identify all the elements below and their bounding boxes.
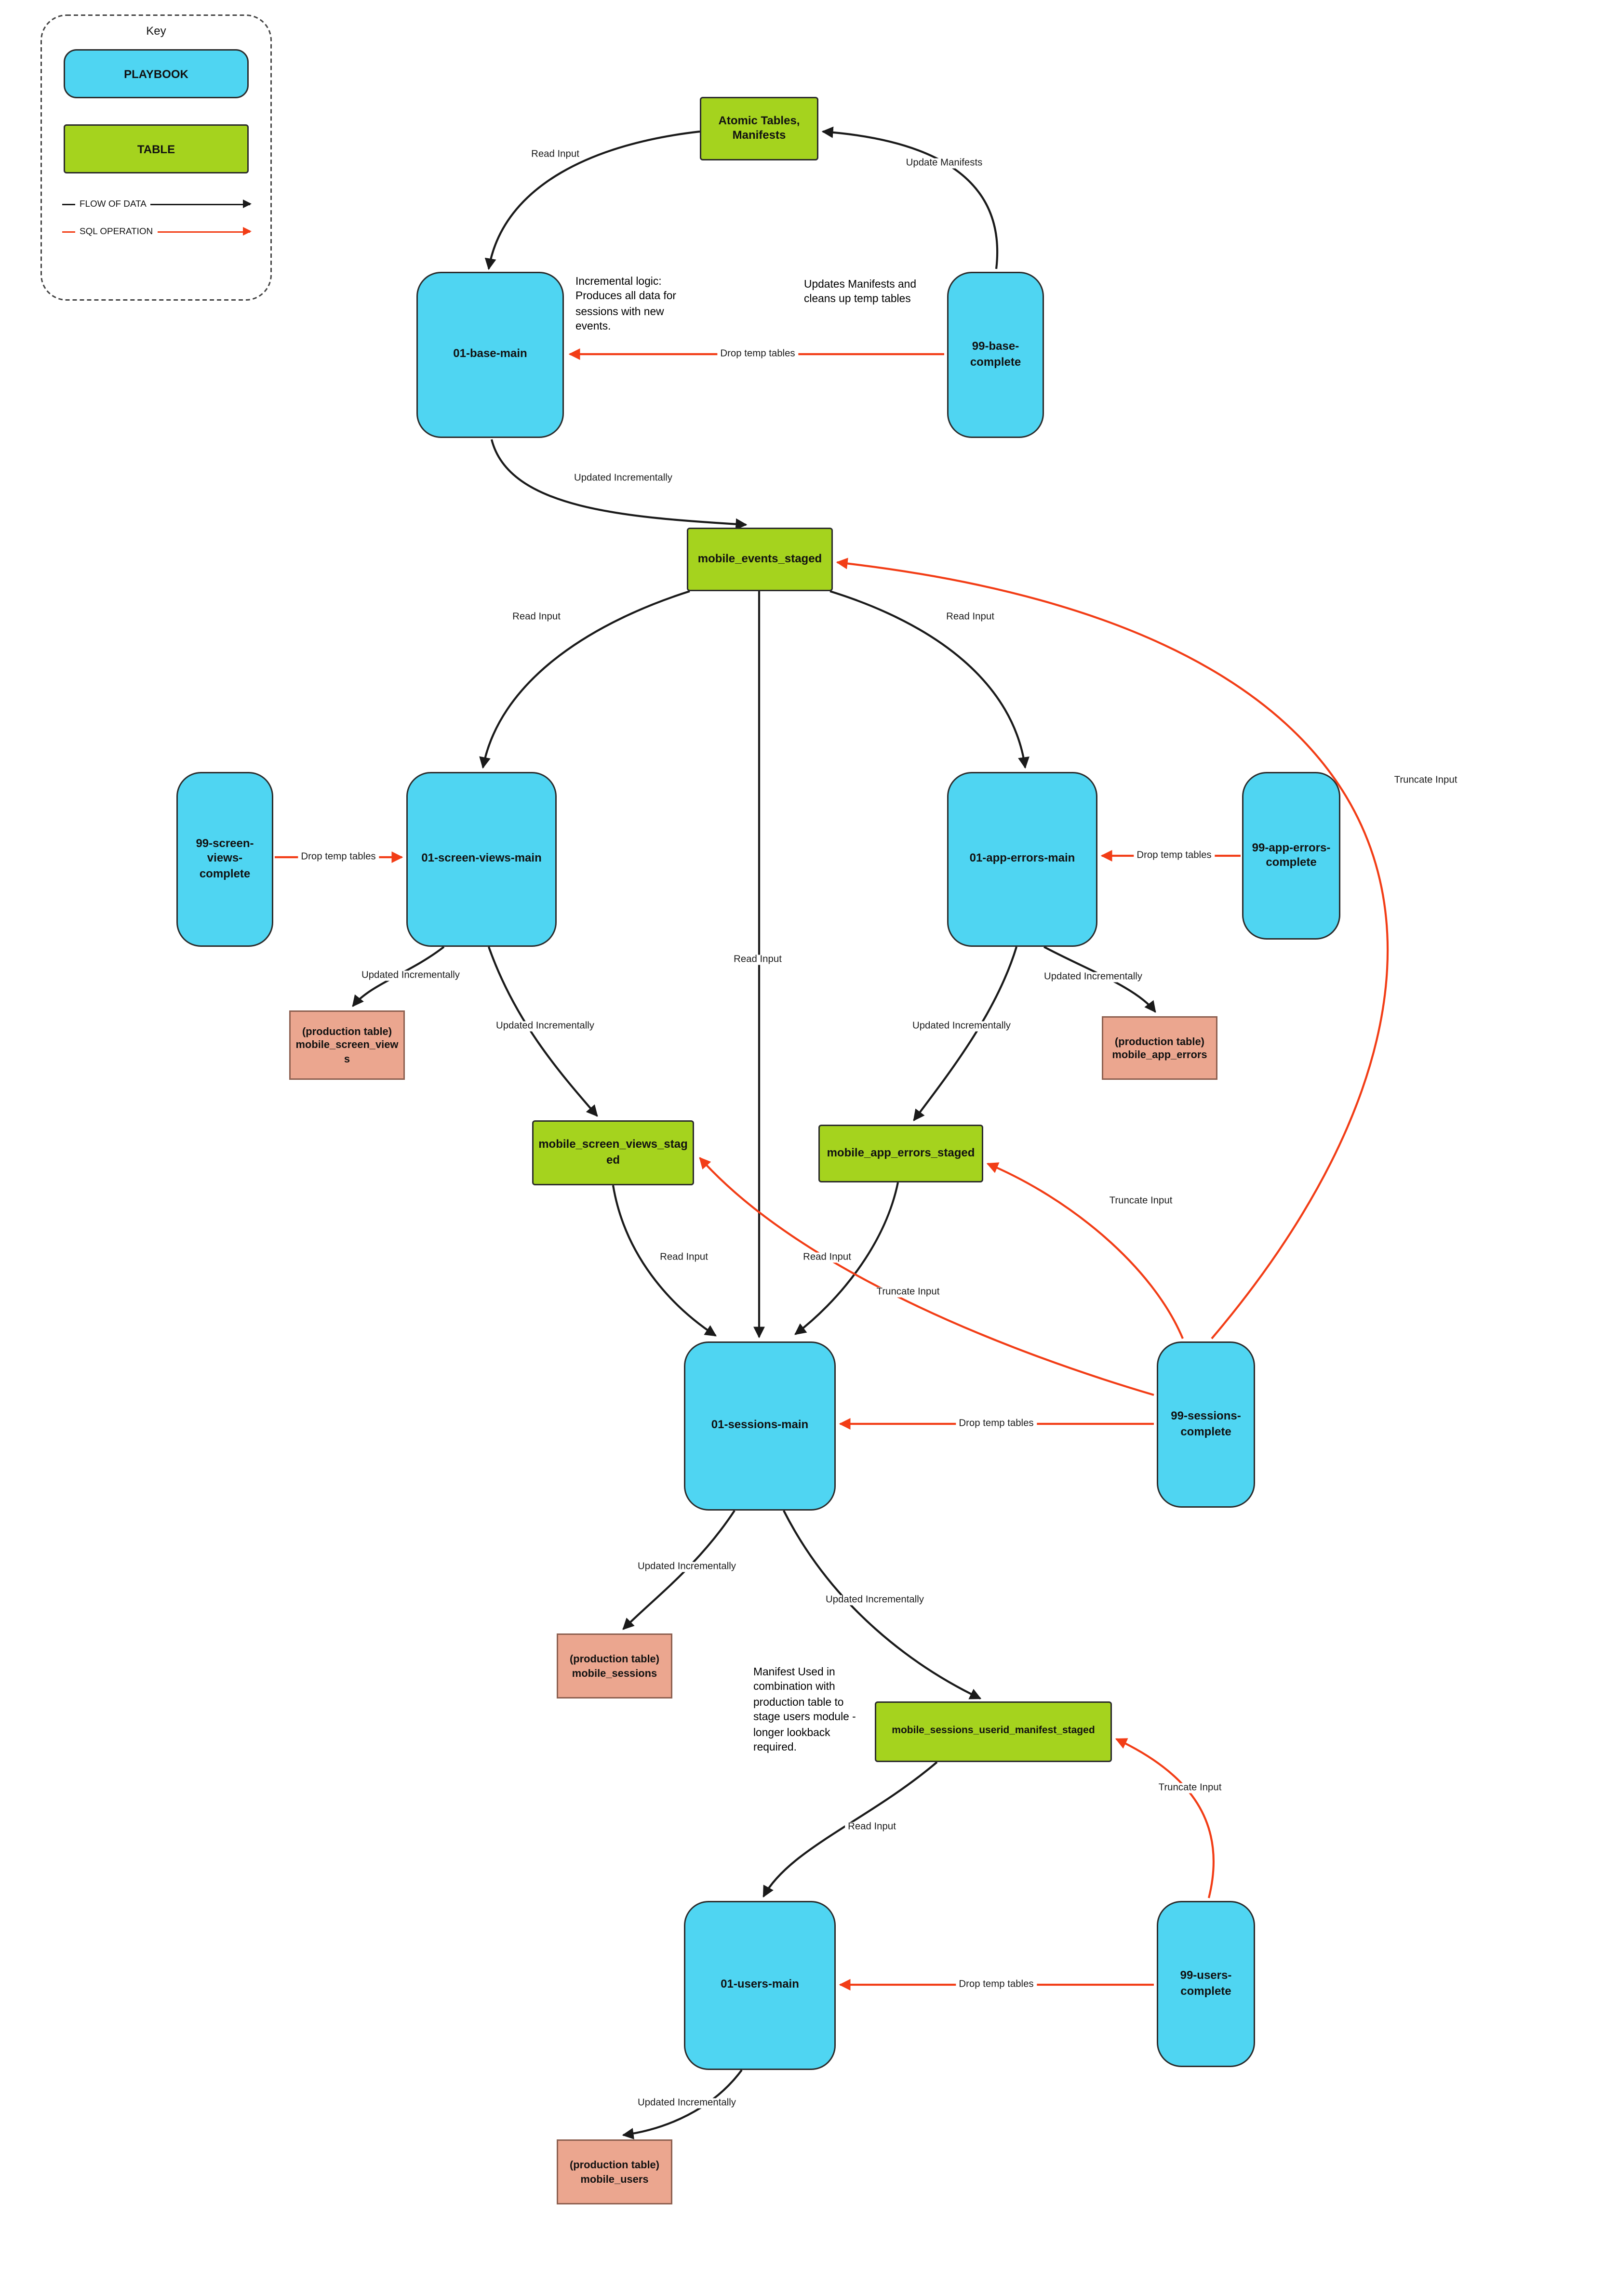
node-prod-mobile-sessions: (production table) mobile_sessions: [557, 1633, 672, 1699]
legend-table-swatch: TABLE: [64, 124, 249, 173]
edge-label-app-errors-complete-to-app-errors-main: Drop temp tables: [1134, 850, 1215, 861]
node-label-mobile-sessions-userid-manifest-staged: mobile_sessions_userid_manifest_staged: [892, 1726, 1095, 1737]
node-label-atomic-tables-manifests: Atomic Tables, Manifests: [718, 113, 800, 142]
node-label-prod-mobile-screen-views: (production table) mobile_screen_views: [295, 1024, 399, 1065]
edge-label-users-main-to-prod-users: Updated Incrementally: [634, 2098, 739, 2109]
node-label-prod-mobile-users: (production table) mobile_users: [569, 2158, 660, 2185]
edge-label-sessions-main-to-manifest-staged: Updated Incrementally: [822, 1595, 927, 1606]
edge-users-complete-to-manifest-staged: [1115, 1738, 1215, 1898]
node-mobile-screen-views-staged: mobile_screen_views_staged: [532, 1120, 694, 1185]
edge-users-main-to-prod-users: [622, 2069, 743, 2140]
node-prod-mobile-users: (production table) mobile_users: [557, 2139, 672, 2204]
incremental-logic-note: Incremental logic: Produces all data for…: [575, 275, 676, 333]
edge-label-base-main-to-events-staged: Updated Incrementally: [571, 473, 676, 484]
edge-label-sessions-main-to-prod-sessions: Updated Incrementally: [634, 1562, 739, 1572]
legend-sql-label: SQL OPERATION: [80, 227, 153, 237]
edge-sessions-complete-to-events-staged: [836, 557, 1389, 1340]
node-label-mobile-screen-views-staged: mobile_screen_views_staged: [538, 1138, 688, 1166]
node-99-users-complete: 99-users- complete: [1157, 1901, 1255, 2067]
node-99-screen-views-complete: 99-screen- views- complete: [176, 772, 273, 947]
edge-label-manifest-staged-to-users-main: Read Input: [845, 1822, 899, 1832]
legend-playbook-swatch: PLAYBOOK: [64, 49, 249, 98]
edge-events-staged-to-screen-views-main: [479, 590, 690, 769]
updates-manifests-note: Updates Manifests and cleans up temp tab…: [804, 278, 917, 306]
edge-label-sessions-complete-to-sessions-main: Drop temp tables: [956, 1419, 1037, 1429]
edge-label-atomic-to-base-main: Read Input: [528, 149, 582, 160]
edge-base-complete-to-atomic: [821, 126, 998, 269]
edge-label-screen-views-main-to-prod-screen-views: Updated Incrementally: [358, 970, 463, 981]
flow-line-icon: [62, 203, 75, 206]
edge-label-events-staged-to-screen-views-main: Read Input: [509, 612, 563, 623]
edge-atomic-to-base-main: [484, 130, 700, 270]
node-label-99-base-complete: 99-base- complete: [970, 340, 1021, 368]
node-prod-mobile-screen-views: (production table) mobile_screen_views: [289, 1010, 405, 1080]
node-01-users-main: 01-users-main: [684, 1901, 836, 2070]
edge-sessions-main-to-manifest-staged: [783, 1510, 982, 1699]
legend-playbook-label: PLAYBOOK: [124, 67, 188, 80]
flow-arrow-icon: [150, 200, 252, 207]
node-label-mobile-events-staged: mobile_events_staged: [697, 552, 822, 565]
edge-label-events-staged-to-sessions-main: Read Input: [731, 955, 785, 965]
legend-flow-row: FLOW OF DATA: [62, 199, 252, 210]
node-99-app-errors-complete: 99-app-errors- complete: [1242, 772, 1340, 940]
node-mobile-app-errors-staged: mobile_app_errors_staged: [818, 1125, 983, 1182]
edge-label-base-complete-to-base-main: Drop temp tables: [717, 349, 798, 359]
sql-arrow-icon: [157, 227, 252, 234]
node-label-mobile-app-errors-staged: mobile_app_errors_staged: [827, 1146, 975, 1159]
node-label-01-sessions-main: 01-sessions-main: [711, 1418, 809, 1432]
edge-label-app-errors-main-to-app-errors-staged: Updated Incrementally: [909, 1021, 1014, 1032]
node-label-99-app-errors-complete: 99-app-errors- complete: [1252, 840, 1331, 869]
edge-label-app-errors-staged-to-sessions-main: Read Input: [800, 1252, 854, 1263]
node-label-01-base-main: 01-base-main: [453, 347, 527, 360]
node-label-01-screen-views-main: 01-screen-views-main: [421, 851, 542, 865]
manifest-used-note: Manifest Used in combination with produc…: [753, 1665, 856, 1754]
edge-label-screen-views-complete-to-screen-views-main: Drop temp tables: [298, 852, 379, 863]
node-mobile-events-staged: mobile_events_staged: [687, 528, 833, 591]
node-label-99-users-complete: 99-users- complete: [1180, 1969, 1232, 1997]
edge-label-sessions-complete-to-screen-views-staged: Truncate Input: [873, 1287, 943, 1298]
edge-sessions-main-to-prod-sessions: [622, 1510, 735, 1630]
edge-label-base-complete-to-atomic: Update Manifests: [903, 158, 986, 169]
node-label-99-screen-views-complete: 99-screen- views- complete: [196, 836, 254, 880]
node-99-base-complete: 99-base- complete: [947, 272, 1044, 438]
edge-base-main-to-events-staged: [490, 439, 748, 530]
node-01-screen-views-main: 01-screen-views-main: [406, 772, 557, 947]
edge-label-app-errors-main-to-prod-app-errors: Updated Incrementally: [1041, 972, 1146, 982]
edge-label-sessions-complete-to-events-staged: Truncate Input: [1391, 775, 1460, 786]
node-mobile-sessions-userid-manifest-staged: mobile_sessions_userid_manifest_staged: [875, 1701, 1112, 1762]
node-label-prod-mobile-app-errors: (production table) mobile_app_errors: [1112, 1034, 1207, 1061]
edge-label-screen-views-staged-to-sessions-main: Read Input: [657, 1252, 711, 1263]
edge-label-users-complete-to-manifest-staged: Truncate Input: [1155, 1783, 1225, 1793]
legend-flow-label: FLOW OF DATA: [80, 199, 147, 210]
edge-app-errors-main-to-app-errors-staged: [913, 946, 1018, 1121]
sql-line-icon: [62, 231, 75, 233]
node-label-01-users-main: 01-users-main: [721, 1977, 799, 1991]
edge-sessions-complete-to-screen-views-staged: [699, 1157, 1154, 1396]
edge-screen-views-staged-to-sessions-main: [612, 1185, 717, 1337]
edge-label-screen-views-main-to-screen-views-staged: Updated Incrementally: [493, 1021, 598, 1032]
edge-label-sessions-complete-to-app-errors-staged: Truncate Input: [1106, 1196, 1176, 1207]
node-01-base-main: 01-base-main: [416, 272, 564, 438]
node-prod-mobile-app-errors: (production table) mobile_app_errors: [1102, 1016, 1217, 1080]
node-label-99-sessions-complete: 99-sessions- complete: [1171, 1409, 1241, 1438]
node-99-sessions-complete: 99-sessions- complete: [1157, 1341, 1255, 1508]
edge-events-staged-to-app-errors-main: [829, 590, 1030, 769]
edge-label-events-staged-to-app-errors-main: Read Input: [943, 612, 997, 623]
edge-manifest-staged-to-users-main: [762, 1761, 938, 1898]
node-atomic-tables-manifests: Atomic Tables, Manifests: [700, 97, 818, 160]
node-label-01-app-errors-main: 01-app-errors-main: [969, 851, 1075, 865]
node-label-prod-mobile-sessions: (production table) mobile_sessions: [569, 1652, 660, 1679]
legend-table-label: TABLE: [137, 142, 175, 156]
edge-sessions-complete-to-app-errors-staged: [986, 1162, 1184, 1339]
edge-app-errors-staged-to-sessions-main: [794, 1182, 899, 1335]
edge-screen-views-main-to-screen-views-staged: [488, 946, 598, 1117]
legend-title: Key: [146, 25, 166, 38]
node-01-app-errors-main: 01-app-errors-main: [947, 772, 1097, 947]
edge-label-users-complete-to-users-main: Drop temp tables: [956, 1979, 1037, 1990]
legend: Key PLAYBOOK TABLE FLOW OF DATA SQL OPER…: [40, 14, 272, 301]
legend-sql-row: SQL OPERATION: [62, 227, 252, 237]
node-01-sessions-main: 01-sessions-main: [684, 1341, 836, 1511]
